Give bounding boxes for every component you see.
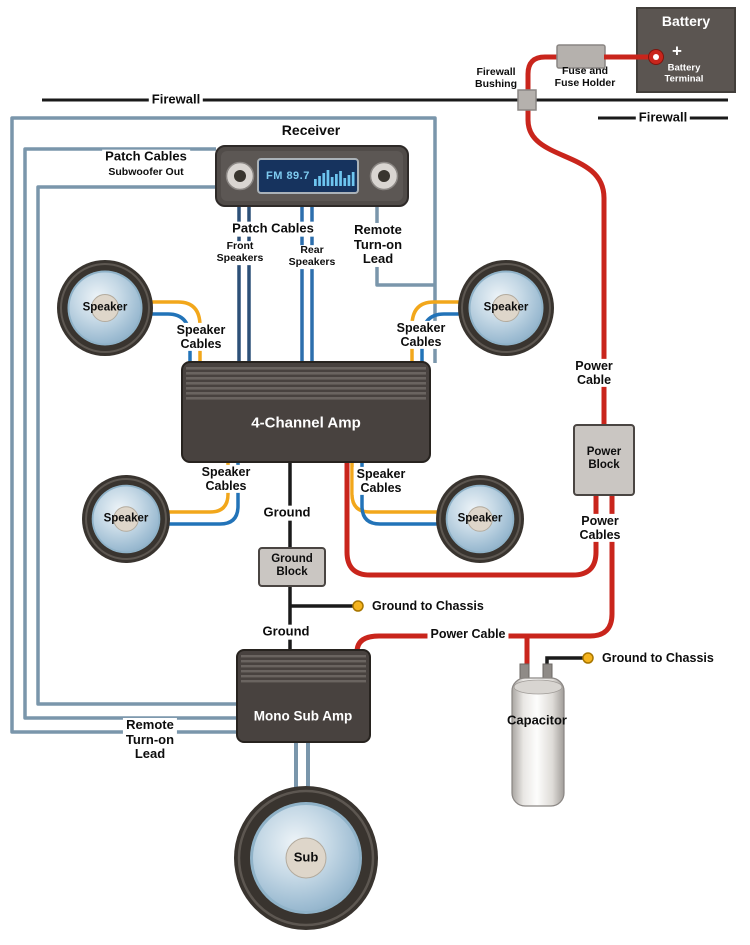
remote-lead-bottom-label: Remote Turn-on Lead bbox=[122, 717, 178, 763]
mono-sub-amp bbox=[236, 649, 371, 743]
capacitor-body bbox=[511, 677, 565, 807]
fuse-holder-label: Fuse and Fuse Holder bbox=[554, 65, 616, 89]
firewall-label-right: Firewall bbox=[635, 110, 691, 126]
patch-cables-mid-label: Patch Cables bbox=[229, 221, 317, 237]
ring-terminal-right bbox=[582, 652, 594, 664]
capacitor-label: Capacitor bbox=[507, 712, 567, 728]
battery-terminal-label: Battery Terminal bbox=[664, 62, 704, 84]
battery-title: Battery bbox=[661, 13, 711, 30]
speaker-bl-label: Speaker bbox=[103, 512, 149, 525]
subwoofer-out-label: Subwoofer Out bbox=[105, 166, 187, 179]
speaker-top-right bbox=[458, 260, 554, 356]
power-cable-to-4ch-amp bbox=[344, 458, 599, 578]
battery-terminal-hole bbox=[653, 54, 659, 60]
ground-block-label: Ground Block bbox=[271, 553, 313, 578]
speaker-cable-bl-yellow bbox=[168, 460, 230, 514]
speaker-tl-label: Speaker bbox=[82, 301, 128, 314]
ground-block-box bbox=[258, 547, 326, 587]
rear-speakers-label: Rear Speakers bbox=[285, 244, 339, 269]
subwoofer bbox=[234, 786, 378, 930]
firewall-bushing bbox=[517, 89, 537, 111]
receiver-title: Receiver bbox=[281, 122, 341, 139]
speaker-tr-label: Speaker bbox=[483, 301, 529, 314]
sub-label: Sub bbox=[293, 849, 319, 865]
receiver-knob-right-center bbox=[378, 170, 390, 182]
speaker-cable-br-yellow bbox=[350, 460, 437, 514]
equalizer-bars bbox=[314, 170, 355, 186]
remote-lead-mid-label: Remote Turn-on Lead bbox=[350, 222, 406, 268]
main-power-cable bbox=[525, 54, 607, 425]
battery-plus-sign: + bbox=[672, 41, 682, 61]
power-block-box bbox=[573, 424, 635, 496]
four-channel-amp-label: 4-Channel Amp bbox=[251, 414, 361, 432]
patch-cables-top-label: Patch Cables bbox=[102, 149, 190, 165]
capacitor-component bbox=[511, 663, 565, 807]
speaker-cables-tl-label: Speaker Cables bbox=[173, 322, 229, 352]
speaker-bottom-right bbox=[436, 475, 524, 563]
receiver-unit bbox=[215, 145, 409, 207]
power-block-label: Power Block bbox=[586, 446, 622, 471]
speaker-br-label: Speaker bbox=[457, 512, 503, 525]
ring-terminal-left bbox=[352, 600, 364, 612]
power-cable-mono-label: Power Cable bbox=[427, 626, 509, 642]
capacitor-top bbox=[513, 679, 563, 695]
subwoofer-patch-wire-inner bbox=[36, 185, 250, 706]
speaker-cables-br-label: Speaker Cables bbox=[353, 466, 409, 496]
firewall-lines bbox=[42, 98, 728, 120]
speaker-cables-bl-label: Speaker Cables bbox=[198, 464, 254, 494]
speaker-top-left bbox=[57, 260, 153, 356]
firewall-bushing-label: Firewall Bushing bbox=[475, 66, 517, 90]
ground-upper-label: Ground bbox=[260, 505, 314, 521]
power-cables-label: Power Cables bbox=[576, 513, 624, 543]
speaker-cable-br-blue bbox=[360, 460, 437, 526]
mono-sub-amp-body bbox=[236, 649, 371, 743]
power-cable-label: Power Cable bbox=[572, 358, 616, 388]
ground-chassis-wire-right bbox=[545, 656, 584, 670]
four-channel-amp bbox=[181, 361, 431, 463]
receiver-knob-left-center bbox=[234, 170, 246, 182]
speaker-bottom-left bbox=[82, 475, 170, 563]
front-speakers-label: Front Speakers bbox=[213, 240, 267, 265]
ground-chassis-right-label: Ground to Chassis bbox=[602, 650, 714, 665]
receiver-display-text: FM 89.7 bbox=[266, 169, 310, 182]
firewall-label-left: Firewall bbox=[148, 92, 204, 108]
mono-sub-amp-label: Mono Sub Amp bbox=[253, 708, 353, 724]
ground-chassis-left-label: Ground to Chassis bbox=[372, 598, 484, 613]
ground-lower-label: Ground bbox=[259, 624, 313, 640]
speaker-cable-bl-blue bbox=[168, 460, 240, 526]
four-channel-amp-fins bbox=[186, 367, 426, 400]
mono-sub-amp-fins bbox=[241, 655, 366, 683]
speaker-cables-tr-label: Speaker Cables bbox=[393, 320, 449, 350]
